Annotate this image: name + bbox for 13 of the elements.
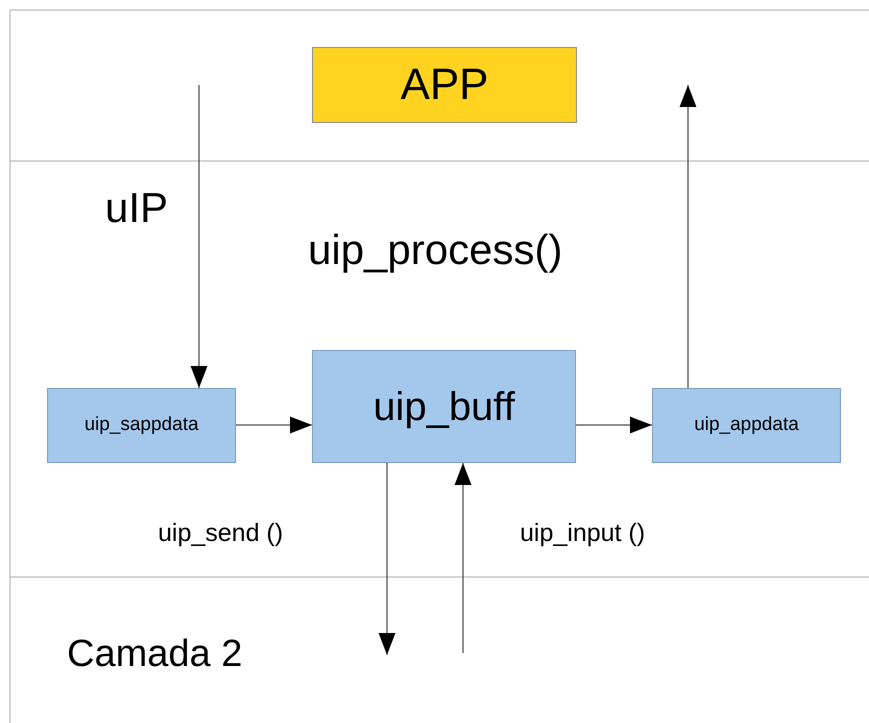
arrow bbox=[378, 462, 396, 656]
arrow bbox=[680, 84, 696, 388]
app-box: APP bbox=[312, 47, 577, 123]
buffer-box: uip_buff bbox=[312, 350, 576, 463]
layer-label: uIP bbox=[105, 183, 168, 233]
arrow bbox=[236, 416, 312, 434]
arrow bbox=[190, 84, 208, 388]
layer-label: Camada 2 bbox=[67, 632, 242, 677]
arrow bbox=[576, 416, 652, 434]
buffer-box: uip_sappdata bbox=[47, 388, 236, 463]
buffer-box: uip_appdata bbox=[652, 388, 841, 463]
layer-label: uip_process() bbox=[308, 225, 562, 275]
arrow bbox=[454, 462, 472, 654]
